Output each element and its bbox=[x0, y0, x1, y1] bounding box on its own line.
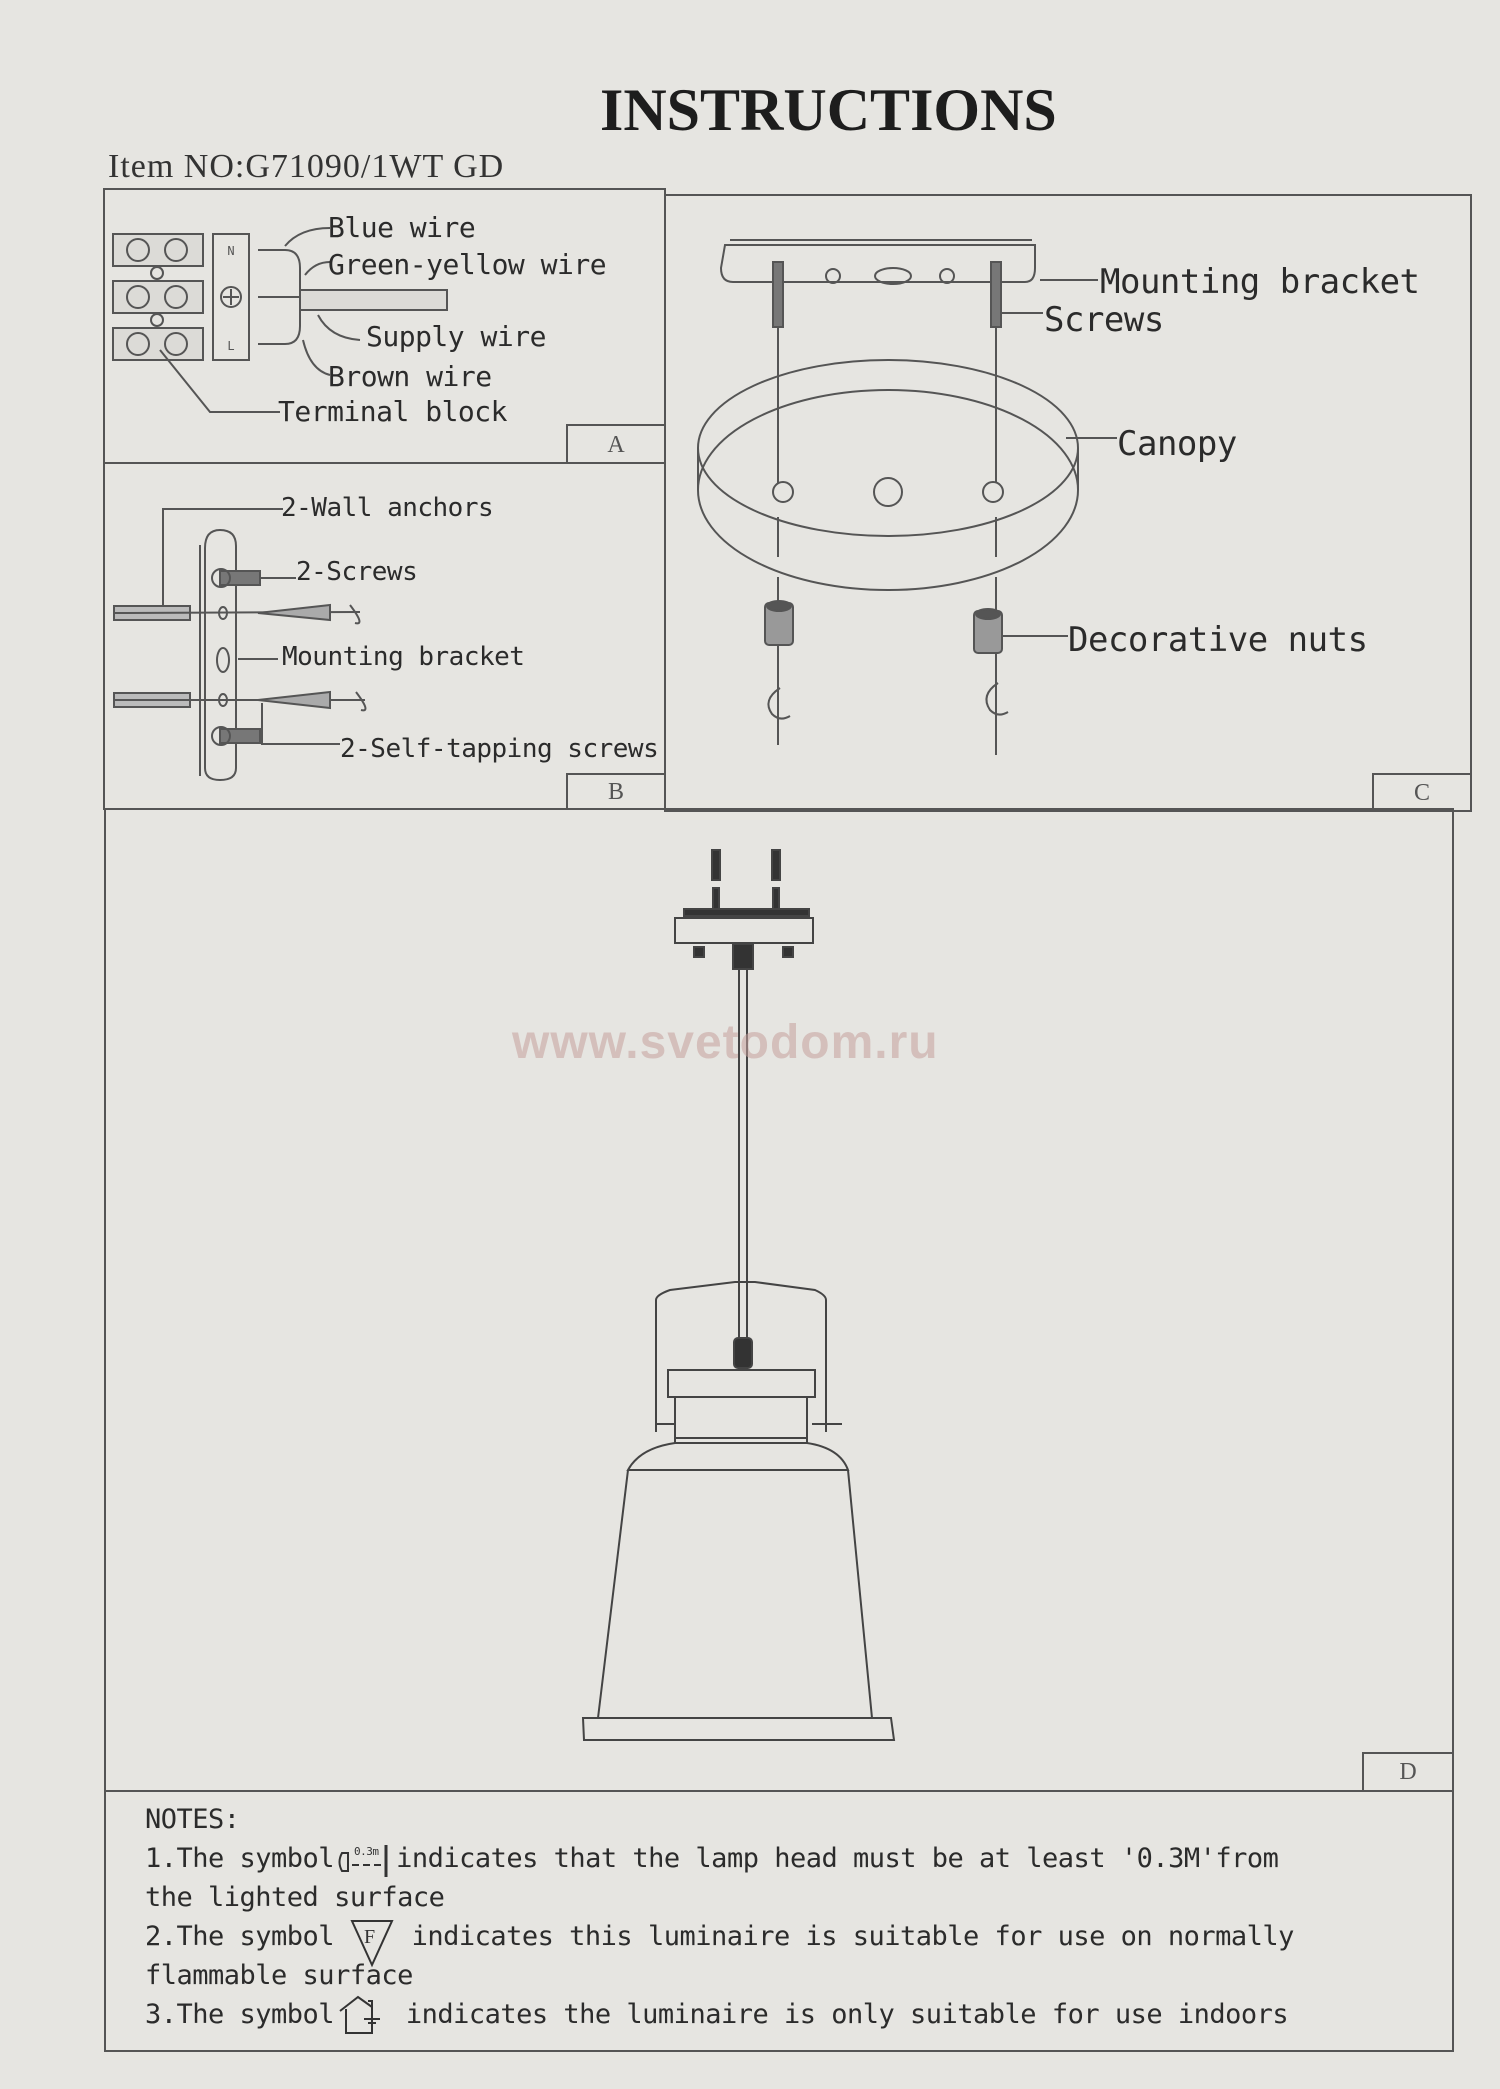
notes-heading: NOTES: bbox=[145, 1804, 240, 1835]
min-distance-0.3m-icon: 0.3m bbox=[334, 1843, 396, 1877]
svg-text:0.3m: 0.3m bbox=[354, 1845, 379, 1858]
notes-box bbox=[104, 1790, 1454, 2052]
label-screws-b: 2-Screws bbox=[296, 557, 418, 587]
svg-text:F: F bbox=[364, 1926, 375, 1948]
terminal-mark-n: N bbox=[227, 244, 234, 258]
label-self-tapping-screws: 2-Self-tapping screws bbox=[340, 734, 659, 764]
note-1: 1.The symbol 0.3m indicates that the lam… bbox=[145, 1839, 1445, 1878]
note-2-continuation: flammable surface bbox=[145, 1960, 413, 1991]
terminal-mark-l: L bbox=[227, 339, 234, 353]
panel-tag-a: A bbox=[566, 424, 664, 464]
watermark: www.svetodom.ru bbox=[512, 1016, 939, 1069]
label-green-yellow-wire: Green-yellow wire bbox=[328, 248, 607, 281]
note-1-continuation: the lighted surface bbox=[145, 1882, 445, 1913]
label-canopy: Canopy bbox=[1117, 424, 1237, 464]
panel-tag-c: C bbox=[1372, 773, 1470, 812]
label-mounting-bracket-c: Mounting bracket bbox=[1100, 262, 1420, 302]
notes-section: NOTES: 1.The symbol 0.3m indicates that … bbox=[145, 1800, 1445, 2034]
panel-tag-b: B bbox=[566, 773, 664, 810]
panel-tag-d: D bbox=[1362, 1752, 1452, 1790]
label-terminal-block: Terminal block bbox=[278, 395, 508, 428]
item-number: Item NO:G71090/1WT GD bbox=[108, 148, 505, 185]
indoor-use-house-icon bbox=[334, 1995, 390, 2034]
label-brown-wire: Brown wire bbox=[328, 360, 492, 393]
note-3: 3.The symbol indicates the luminaire is … bbox=[145, 1995, 1445, 2034]
label-wall-anchors: 2-Wall anchors bbox=[281, 493, 494, 523]
flammable-surface-F-icon: F bbox=[350, 1919, 396, 1967]
page-title: INSTRUCTIONS bbox=[600, 77, 1057, 143]
panel-c bbox=[664, 194, 1472, 812]
label-supply-wire: Supply wire bbox=[366, 320, 546, 353]
label-decorative-nuts: Decorative nuts bbox=[1068, 620, 1368, 660]
label-screws-c: Screws bbox=[1044, 300, 1164, 340]
note-2: 2.The symbol F indicates this luminaire … bbox=[145, 1917, 1445, 1967]
label-mounting-bracket-b: Mounting bracket bbox=[282, 642, 525, 672]
label-blue-wire: Blue wire bbox=[328, 211, 476, 244]
